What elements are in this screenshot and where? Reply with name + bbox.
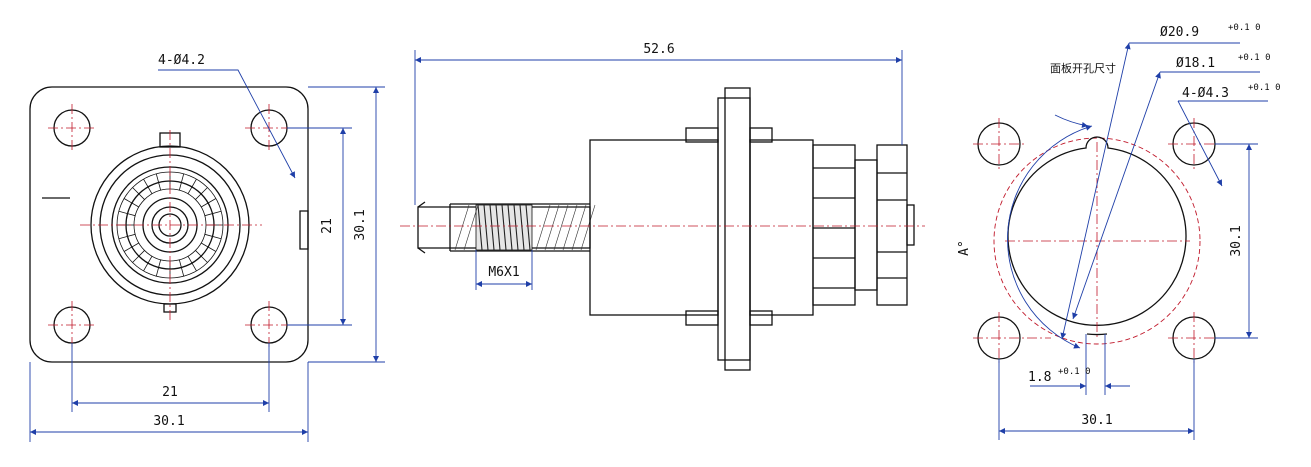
dia-inner-label: Ø18.1 [1176, 56, 1215, 71]
side-overall-length: 52.6 [643, 42, 674, 57]
keyway-label: 1.8 [1028, 370, 1051, 385]
cutout-hole-tol: +0.1 0 [1248, 83, 1281, 93]
front-hole-callout: 4-Ø4.2 [158, 53, 205, 68]
keyway-tol: +0.1 0 [1058, 367, 1091, 377]
cutout-view: A° Ø20.9 +0.1 0 Ø18.1 +0.1 0 4-Ø4.3 +0.1… [957, 23, 1281, 440]
cutout-width: 30.1 [1081, 413, 1112, 428]
hatch-left [454, 204, 596, 251]
front-hole-spacing-v: 21 [320, 218, 335, 234]
angle-label: A° [957, 240, 972, 256]
front-overall-width: 30.1 [153, 414, 184, 429]
hex-nut [876, 144, 908, 306]
side-view: 52.6 M6X1 [400, 42, 925, 371]
front-dimensions: 21 30.1 21 30.1 4-Ø4.2 [29, 53, 385, 442]
front-overall-height: 30.1 [353, 209, 368, 240]
dia-outer-label: Ø20.9 [1160, 25, 1199, 40]
cutout-dimensions: Ø20.9 +0.1 0 Ø18.1 +0.1 0 4-Ø4.3 +0.1 0 … [998, 23, 1281, 440]
body [589, 139, 719, 316]
connector-face [42, 130, 309, 322]
front-view: 21 30.1 21 30.1 4-Ø4.2 [29, 53, 385, 442]
side-dimensions: 52.6 M6X1 [414, 42, 903, 290]
cutout-title: 面板开孔尺寸 [1050, 61, 1116, 75]
cutout-height: 30.1 [1229, 225, 1244, 256]
dia-outer-tol: +0.1 0 [1228, 23, 1261, 33]
front-hole-spacing-h: 21 [162, 385, 178, 400]
cutout-hole-callout: 4-Ø4.3 [1182, 86, 1229, 101]
thread-label: M6X1 [488, 265, 519, 280]
dia-inner-tol: +0.1 0 [1238, 53, 1271, 63]
